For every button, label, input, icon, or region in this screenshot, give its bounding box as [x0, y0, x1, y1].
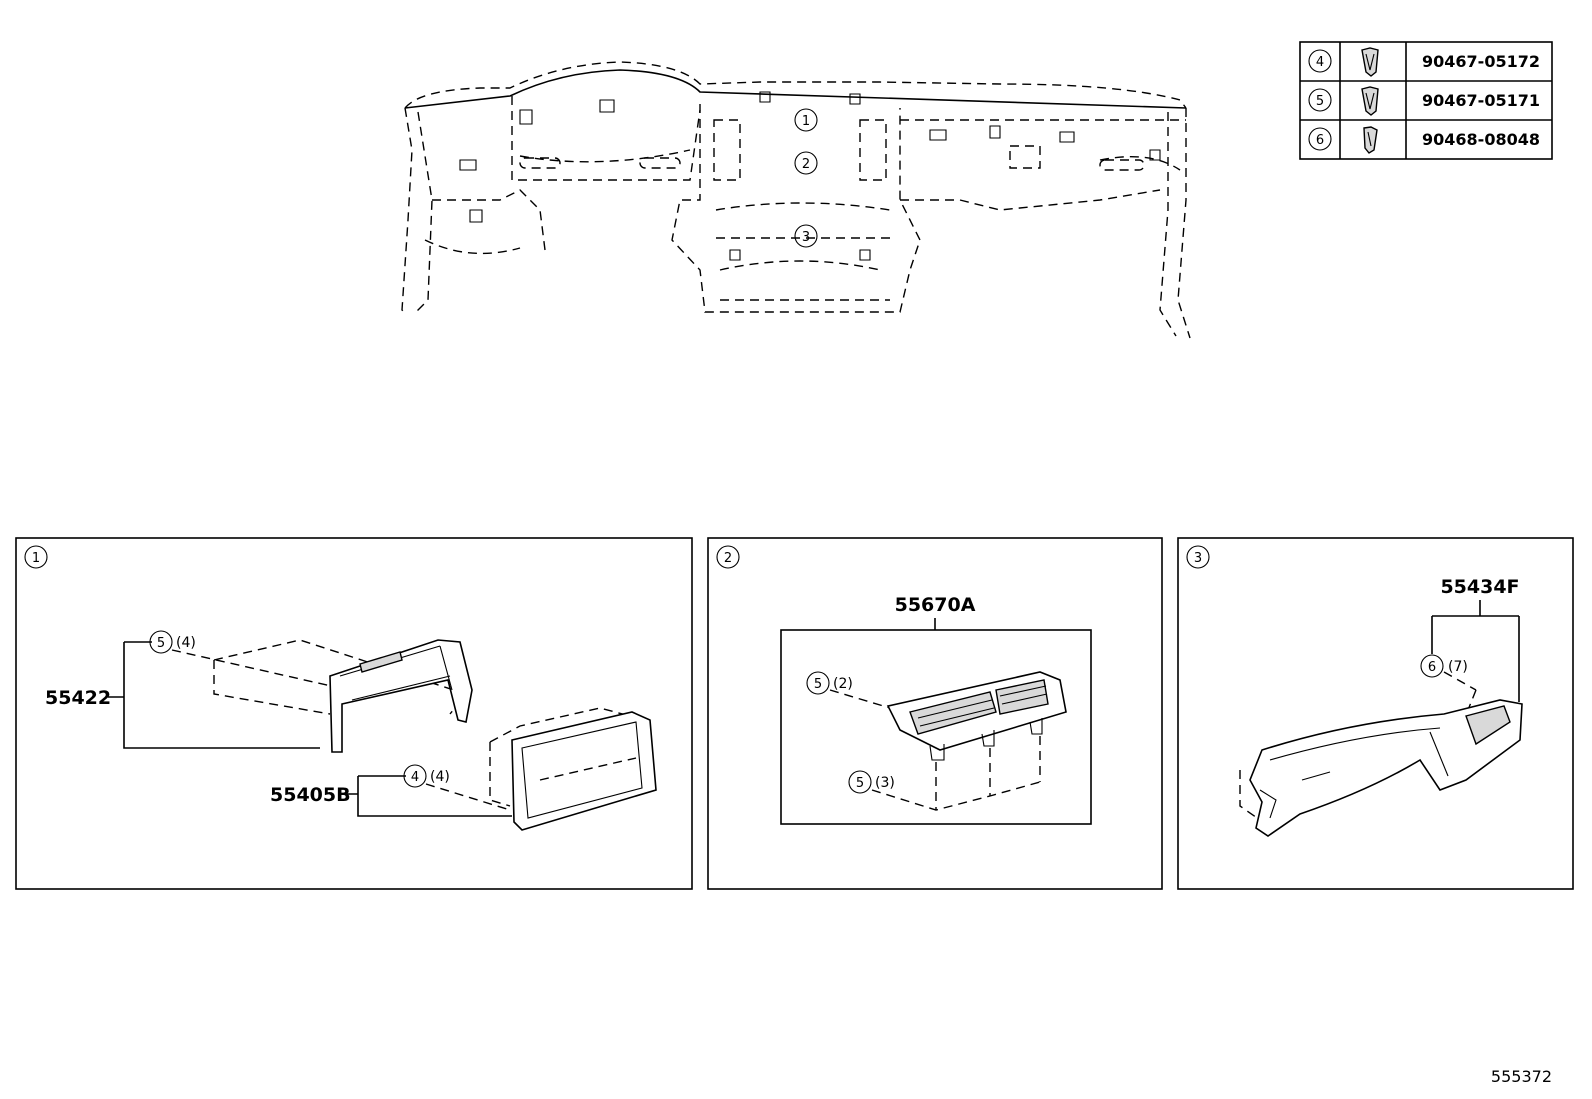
panel-index: 2 — [724, 551, 732, 566]
clip-qty: (7) — [1448, 659, 1468, 675]
clip-ref: 5 — [856, 776, 864, 791]
table-part-number: 90468-08048 — [1422, 130, 1540, 149]
clip-icon — [1363, 126, 1378, 154]
clip-icon — [1361, 86, 1379, 116]
panel-index-circle — [716, 545, 740, 569]
clip-ref: 6 — [1428, 660, 1436, 675]
cluster-cover-part — [329, 639, 473, 753]
callout-circle — [1308, 88, 1332, 112]
callout-circle — [1308, 127, 1332, 151]
dashboard-overview: 1 2 3 — [401, 61, 1191, 339]
clip-qty: (4) — [430, 769, 450, 785]
panel-index: 3 — [1194, 551, 1202, 566]
overview-callout-3: 3 — [794, 224, 818, 248]
clip-qty: (4) — [176, 635, 196, 651]
detail-panel-1: 1 55422 5 (4) 55405B 4 (4) — [15, 537, 693, 890]
part-label-55405B: 55405B — [270, 784, 351, 806]
clip-qty: (3) — [875, 775, 895, 791]
table-ref: 6 — [1316, 133, 1324, 148]
table-row: 5 90467-05171 — [1308, 86, 1540, 116]
clip-callout — [403, 764, 427, 788]
table-row: 4 90467-05172 — [1308, 47, 1540, 77]
table-part-number: 90467-05171 — [1422, 91, 1540, 110]
table-ref: 4 — [1316, 55, 1324, 70]
table-ref: 5 — [1316, 94, 1324, 109]
parts-table: 4 90467-05172 5 90467-05171 6 — [1299, 41, 1553, 160]
clip-callout — [848, 770, 872, 794]
clip-icon — [1361, 47, 1379, 77]
panel-index: 1 — [32, 551, 40, 566]
overview-callout-1: 1 — [794, 108, 818, 132]
table-row: 6 90468-08048 — [1308, 126, 1540, 154]
panel-index-circle — [24, 545, 48, 569]
clip-ref: 5 — [157, 636, 165, 651]
lower-trim-part — [1249, 699, 1523, 837]
part-label-55434F: 55434F — [1440, 576, 1519, 598]
part-label-55422: 55422 — [45, 687, 111, 709]
svg-text:1: 1 — [802, 114, 810, 129]
callout-circle — [1308, 49, 1332, 73]
svg-text:2: 2 — [802, 157, 810, 172]
display-screen-part — [511, 711, 657, 831]
clip-callout — [806, 671, 830, 695]
detail-panel-3: 3 55434F 6 (7) — [1177, 537, 1574, 890]
clip-qty: (2) — [833, 676, 853, 692]
detail-panel-2: 2 55670A 5 (2) 5 (3) — [707, 537, 1163, 890]
air-vent-part — [886, 671, 1067, 761]
svg-text:3: 3 — [802, 230, 810, 245]
clip-ref: 4 — [411, 770, 419, 785]
table-part-number: 90467-05172 — [1422, 52, 1540, 71]
clip-callout — [1420, 654, 1444, 678]
clip-ref: 5 — [814, 677, 822, 692]
part-label-55670A: 55670A — [895, 594, 976, 616]
clip-callout — [149, 630, 173, 654]
panel-index-circle — [1186, 545, 1210, 569]
diagram-id: 555372 — [1491, 1067, 1552, 1086]
overview-callout-2: 2 — [794, 151, 818, 175]
